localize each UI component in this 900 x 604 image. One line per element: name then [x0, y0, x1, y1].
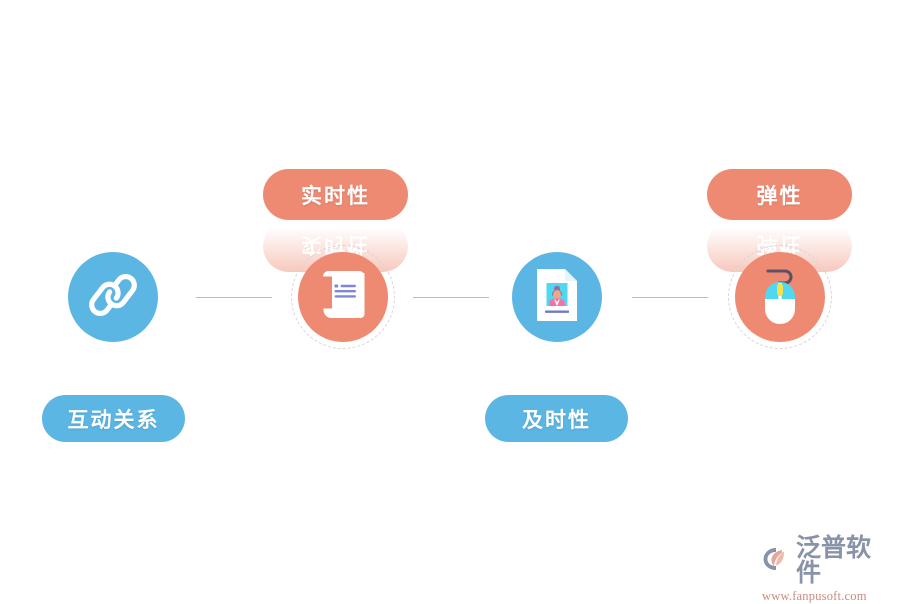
- id-card-document-icon: [534, 267, 580, 328]
- connector-line-3: [632, 297, 708, 298]
- dashed-ring-elastic: [728, 245, 832, 349]
- watermark-url: www.fanpusoft.com: [762, 589, 867, 603]
- computer-mouse-icon: [754, 264, 806, 331]
- link-chain-icon: [86, 268, 140, 327]
- watermark: 泛普软件 www.fanpusoft.com: [762, 536, 892, 604]
- node-timeliness-circle[interactable]: [512, 252, 602, 342]
- badge-timeliness[interactable]: 及时性: [485, 395, 628, 442]
- watermark-brand-text: 泛普软件: [796, 534, 872, 587]
- badge-group-realtime: 实时性 实时性: [263, 169, 408, 272]
- fanpu-arc-logo-icon: [762, 546, 792, 577]
- node-realtime-circle[interactable]: [298, 252, 388, 342]
- node-interaction-circle[interactable]: [68, 252, 158, 342]
- badge-group-timeliness: 及时性: [485, 395, 628, 442]
- watermark-brand-row: 泛普软件: [762, 536, 892, 586]
- badge-group-elastic: 弹性 弹性: [707, 169, 852, 272]
- dashed-ring-realtime: [291, 245, 395, 349]
- node-elastic-circle[interactable]: [735, 252, 825, 342]
- connector-line-2: [413, 297, 489, 298]
- badge-elastic[interactable]: 弹性: [707, 169, 852, 220]
- badge-group-interaction: 互动关系: [42, 395, 185, 442]
- connector-line-1: [196, 297, 272, 298]
- scroll-document-icon: [318, 269, 368, 326]
- badge-realtime[interactable]: 实时性: [263, 169, 408, 220]
- badge-interaction[interactable]: 互动关系: [42, 395, 185, 442]
